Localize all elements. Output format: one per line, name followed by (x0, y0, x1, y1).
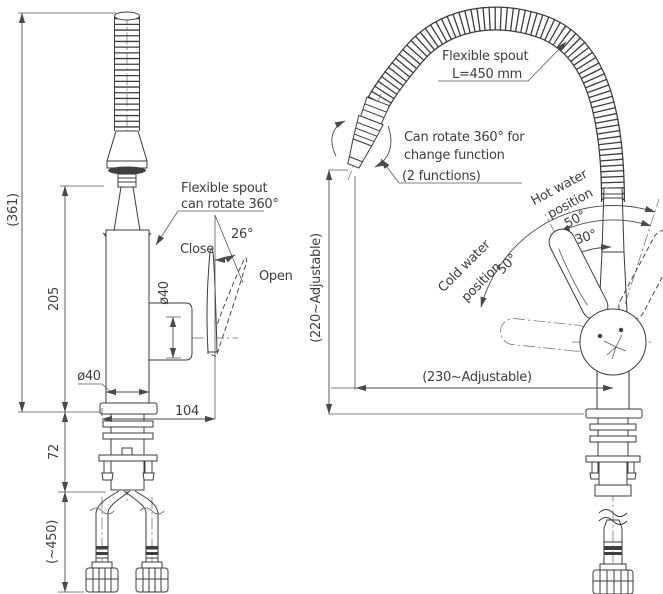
lever-open-position (207, 257, 248, 358)
spout-note-line2: L=450 mm (452, 67, 522, 82)
supply-hoses (85, 490, 169, 593)
rotate-note-line2: change function (404, 148, 505, 163)
spout-note-line1: Flexible spout (181, 181, 267, 196)
mount-bracket (98, 454, 158, 462)
mount-bolts (589, 461, 637, 480)
mount-stud (121, 447, 133, 456)
flexible-hose-arc (365, 6, 625, 203)
mount-bolts (101, 460, 155, 481)
dim-body-diameter-label: ø40 (77, 369, 101, 384)
right-dimensions (325, 41, 614, 415)
cartridge-housing (148, 302, 193, 361)
open-angle-label: 26° (231, 227, 253, 242)
deck-flange (585, 408, 643, 419)
handle-hub (579, 308, 647, 376)
supply-hose (592, 519, 634, 594)
deck-flange (99, 402, 158, 415)
spray-head (106, 130, 148, 188)
lower-body (598, 461, 628, 486)
flexible-hose (114, 11, 140, 131)
head-connector (117, 173, 137, 188)
mount-bracket (585, 455, 641, 463)
nozzle (347, 93, 391, 180)
nozzle-rotation-arrow-left (331, 120, 346, 157)
left-view: (361) 205 72 (~450) ø40 ø40 104 26° Clos… (6, 11, 293, 594)
hose-nut (592, 569, 634, 594)
aerator (108, 166, 146, 175)
right-view: Flexible spout L=450 mm Can rotate 360° … (309, 6, 663, 594)
mid-angle-label: 30° (573, 227, 599, 248)
hose-nut (135, 567, 169, 593)
rotate-note-line3: (2 functions) (402, 169, 481, 184)
open-label: Open (259, 269, 293, 284)
spout-note-line1: Flexible spout (442, 49, 528, 64)
spout-note-line2: can rotate 360° (181, 197, 279, 212)
dim-handle-diameter-label: ø40 (157, 281, 172, 305)
dim-spout-height-label: 205 (47, 287, 62, 311)
washer (589, 423, 637, 431)
break-symbol (598, 509, 628, 517)
dim-supply-hose-label: (~450) (45, 520, 60, 564)
washer (589, 435, 637, 443)
dim-reach-adjustable-label: (230~Adjustable) (422, 370, 532, 385)
lower-body-band (594, 484, 632, 497)
faucet-body (105, 229, 150, 404)
dim-height-adjustable-label: (220~Adjustable) (309, 233, 324, 343)
lever-close-position (206, 248, 218, 353)
break-symbol (598, 517, 628, 525)
close-label: Close (180, 242, 214, 257)
washer (102, 420, 154, 428)
dim-depth-label: 104 (175, 404, 199, 419)
nozzle-rotation-arrow-right (374, 125, 392, 168)
dim-under-counter-label: 72 (47, 444, 62, 460)
dim-total-height-label: (361) (6, 193, 21, 226)
hose-nut (85, 567, 119, 593)
left-dimensions (18, 12, 264, 593)
washer (102, 432, 154, 440)
rotate-note-line1: Can rotate 360° for (404, 130, 525, 145)
